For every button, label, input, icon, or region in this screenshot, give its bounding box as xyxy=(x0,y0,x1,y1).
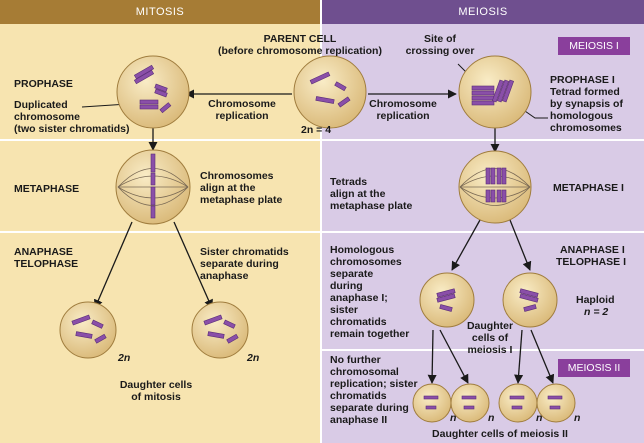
meiosis-i-daughter-line-1: Daughter xyxy=(466,320,514,332)
homologous-line-1: Homologous xyxy=(330,244,395,256)
meiosis-replication-line-2: replication xyxy=(376,110,430,122)
meiosis-header: MEIOSIS xyxy=(458,6,508,18)
tetrad-formed-line-4: chromosomes xyxy=(550,122,622,134)
no-further-line-4: chromatids xyxy=(330,390,387,402)
mitosis-header-bar xyxy=(0,0,320,24)
parent-chromosome-number: 2n = 4 xyxy=(301,124,332,136)
meiosis-ii-daughter-cell-2 xyxy=(450,383,490,423)
meiosis-ii-daughter-label: Daughter cells of meiosis II xyxy=(432,428,568,440)
homologous-line-6: sister xyxy=(330,304,359,316)
mitosis-telophase-label: TELOPHASE xyxy=(14,258,79,270)
mitosis-replication-line-2: replication xyxy=(215,110,269,122)
sister-chromatids-line-1: Sister chromatids xyxy=(200,246,289,258)
mitosis-daughter-cell-2 xyxy=(191,301,249,359)
mitosis-daughter-ploidy-2: 2n xyxy=(247,352,260,364)
sister-chromatids-line-2: separate during xyxy=(200,258,279,270)
telophase-i-label: TELOPHASE I xyxy=(556,256,627,268)
metaphase-i-label: METAPHASE I xyxy=(553,182,624,194)
arrows xyxy=(94,89,555,384)
meiosis-ii-ploidy-4: n xyxy=(574,412,581,424)
duplicated-chromosome-line-1: Duplicated xyxy=(14,99,68,111)
chromosomes xyxy=(71,64,563,410)
mitosis-daughter-line-2: of mitosis xyxy=(131,391,181,403)
homologous-line-4: during xyxy=(330,280,363,292)
row-dividers xyxy=(0,139,644,351)
mitosis-anaphase-label: ANAPHASE xyxy=(14,246,73,258)
mitosis-header: MITOSIS xyxy=(135,6,185,18)
meiosis-prophase-cell xyxy=(458,55,532,129)
crossing-over-line-2: crossing over xyxy=(405,45,475,57)
tetrad-formed-line-3: homologous xyxy=(550,110,613,122)
mitosis-daughter-ploidy-1: 2n xyxy=(118,352,131,364)
mitosis-daughter-cell-1 xyxy=(59,301,117,359)
mitosis-prophase-label: PROPHASE xyxy=(14,78,73,90)
no-further-line-6: anaphase II xyxy=(330,414,388,426)
meiosis-i-badge: MEIOSIS I xyxy=(558,37,630,55)
meiosis-ii-daughter-cell-4 xyxy=(536,383,576,423)
meiosis-i-daughter-line-3: meiosis I xyxy=(467,344,513,356)
no-further-line-1: No further xyxy=(330,354,381,366)
homologous-line-2: chromosomes xyxy=(330,256,402,268)
meiosis-replication-line-1: Chromosome xyxy=(369,98,437,110)
duplicated-chromosome-line-3: (two sister chromatids) xyxy=(14,123,130,135)
mitosis-metaphase-label: METAPHASE xyxy=(14,183,80,195)
meiosis-ii-ploidy-3: n xyxy=(536,412,543,424)
no-further-line-2: chromosomal xyxy=(330,366,399,378)
no-further-line-5: separate during xyxy=(330,402,409,414)
cells xyxy=(59,55,576,423)
sister-chromatids-line-3: anaphase xyxy=(200,270,249,282)
homologous-line-7: chromatids xyxy=(330,316,387,328)
tetrads-align-line-1: Tetrads xyxy=(330,176,368,188)
crossing-over-line-1: Site of xyxy=(423,33,457,45)
parent-cell-subtitle: (before chromosome replication) xyxy=(218,45,382,57)
mitosis-replication-line-1: Chromosome xyxy=(208,98,276,110)
meiosis-ii-ploidy-2: n xyxy=(488,412,495,424)
chromosomes-align-line-2: align at the xyxy=(200,182,256,194)
anaphase-i-label: ANAPHASE I xyxy=(560,244,625,256)
chromosomes-align-line-3: metaphase plate xyxy=(200,194,283,206)
meiosis-ii-badge: MEIOSIS II xyxy=(558,359,630,377)
mitosis-daughter-line-1: Daughter cells xyxy=(119,379,193,391)
meiosis-ii-daughter-cell-1 xyxy=(412,383,452,423)
prophase-i-label: PROPHASE I xyxy=(550,74,615,86)
tetrads-align-line-2: align at the xyxy=(330,188,386,200)
haploid-number: n = 2 xyxy=(584,306,609,318)
duplicated-chromosome-line-2: chromosome xyxy=(14,111,80,123)
tetrads-align-line-3: metaphase plate xyxy=(330,200,413,212)
meiosis-ii-ploidy-1: n xyxy=(450,412,457,424)
parent-cell-title: PARENT CELL xyxy=(263,33,337,45)
parent-cell xyxy=(293,55,367,129)
tetrad-formed-line-1: Tetrad formed xyxy=(550,86,620,98)
haploid-label: Haploid xyxy=(576,294,615,306)
homologous-line-3: separate xyxy=(330,268,374,280)
meiosis-ii-daughter-cell-3 xyxy=(498,383,538,423)
meiosis-i-daughter-line-2: cells of xyxy=(471,332,509,344)
chromosomes-align-line-1: Chromosomes xyxy=(200,170,274,182)
mitosis-prophase-cell xyxy=(116,55,190,129)
homologous-line-8: remain together xyxy=(330,328,410,340)
homologous-line-5: anaphase I; xyxy=(330,292,388,304)
meiosis-header-bar xyxy=(322,0,644,24)
tetrad-formed-line-2: by synapsis of xyxy=(550,98,623,110)
no-further-line-3: replication; sister xyxy=(330,378,418,390)
